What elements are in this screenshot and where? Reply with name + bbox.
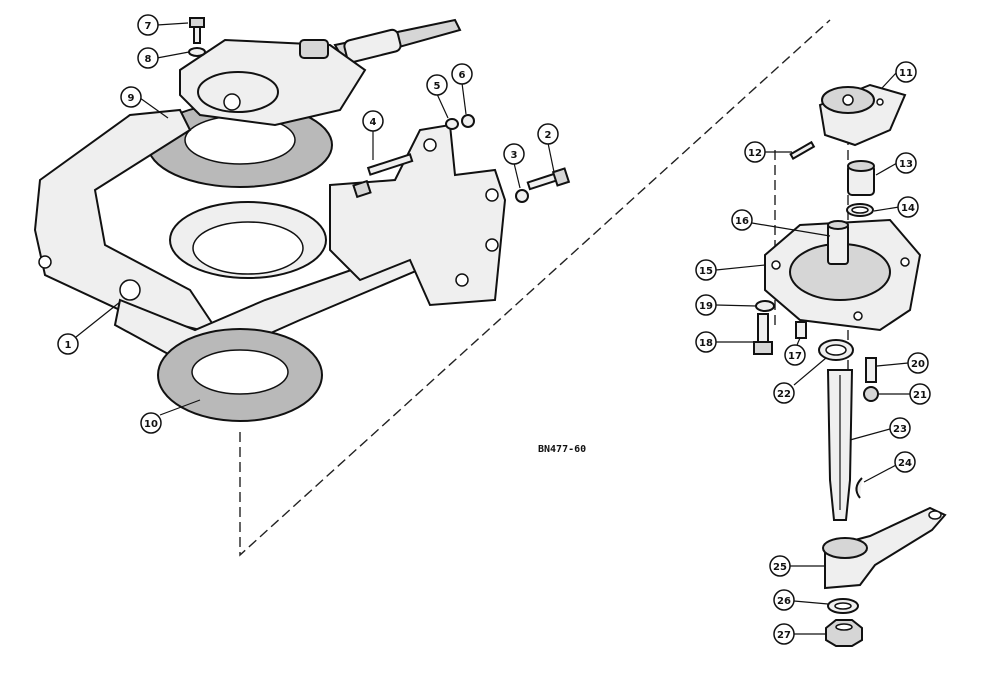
callout-25-label: 25 — [773, 562, 787, 573]
callout-13-label: 13 — [899, 159, 913, 170]
callout-11: 11 — [895, 61, 917, 83]
callout-23: 23 — [889, 417, 911, 439]
callout-26-label: 26 — [777, 596, 791, 607]
callout-2: 2 — [537, 123, 559, 145]
callout-16: 16 — [731, 209, 753, 231]
leader-lines — [75, 22, 910, 635]
callout-10-label: 10 — [144, 419, 158, 430]
figure-reference-code: BN477-60 — [538, 444, 586, 455]
rocker-shaft-peg-16 — [827, 220, 849, 265]
callout-22-label: 22 — [777, 389, 791, 400]
callout-19: 19 — [695, 294, 717, 316]
callout-27: 27 — [773, 623, 795, 645]
callout-20-label: 20 — [911, 359, 925, 370]
callout-8-label: 8 — [145, 54, 152, 65]
callout-3-label: 3 — [511, 150, 518, 161]
callout-13: 13 — [895, 152, 917, 174]
callout-16-label: 16 — [735, 216, 749, 227]
bolt-2 — [526, 167, 571, 191]
callout-15: 15 — [695, 259, 717, 281]
callout-12: 12 — [744, 141, 766, 163]
nut-6 — [461, 114, 475, 128]
callout-8: 8 — [137, 47, 159, 69]
washer-5 — [445, 118, 459, 130]
bush-13 — [847, 160, 875, 196]
callout-18-label: 18 — [699, 338, 713, 349]
lockwasher-26 — [827, 598, 859, 614]
bolt-4 — [352, 153, 414, 199]
callout-5: 5 — [426, 74, 448, 96]
callout-4-label: 4 — [370, 117, 377, 128]
pin-12 — [789, 140, 816, 160]
callout-17: 17 — [784, 344, 806, 366]
callout-24-label: 24 — [898, 458, 912, 469]
callout-25: 25 — [769, 555, 791, 577]
bolt-18 — [753, 313, 773, 355]
callout-15-label: 15 — [699, 266, 713, 277]
callout-6-label: 6 — [459, 70, 466, 81]
callout-22: 22 — [773, 382, 795, 404]
callout-14: 14 — [897, 196, 919, 218]
callout-1-label: 1 — [65, 340, 72, 351]
callout-26: 26 — [773, 589, 795, 611]
callout-9: 9 — [120, 86, 142, 108]
nut-21 — [863, 386, 879, 402]
drop-arm-25 — [822, 506, 947, 590]
bolt-7 — [189, 17, 205, 44]
key-24 — [855, 477, 863, 499]
callout-21-label: 21 — [913, 390, 927, 401]
callout-20: 20 — [907, 352, 929, 374]
callout-9-label: 9 — [128, 93, 135, 104]
nut-3 — [515, 189, 529, 203]
callout-12-label: 12 — [748, 148, 762, 159]
rocker-shaft-23 — [826, 369, 854, 521]
callout-10: 10 — [140, 412, 162, 434]
callout-7: 7 — [137, 14, 159, 36]
screw-20 — [865, 357, 877, 383]
callout-14-label: 14 — [901, 203, 915, 214]
front-crossmember-frame — [33, 108, 507, 362]
callout-4: 4 — [362, 110, 384, 132]
callout-18: 18 — [695, 331, 717, 353]
callout-6: 6 — [451, 63, 473, 85]
callout-3: 3 — [503, 143, 525, 165]
callout-2-label: 2 — [545, 130, 552, 141]
callout-27-label: 27 — [777, 630, 791, 641]
adjuster-17 — [795, 321, 807, 339]
callout-11-label: 11 — [899, 68, 913, 79]
washer-19 — [755, 300, 775, 312]
seal-22 — [818, 339, 854, 361]
o-ring-14 — [846, 203, 874, 217]
callout-23-label: 23 — [893, 424, 907, 435]
top-cover-11 — [818, 83, 907, 147]
nut-27 — [825, 619, 863, 647]
callout-17-label: 17 — [788, 351, 802, 362]
callout-19-label: 19 — [699, 301, 713, 312]
callout-5-label: 5 — [434, 81, 441, 92]
callout-7-label: 7 — [145, 21, 152, 32]
callout-24: 24 — [894, 451, 916, 473]
callout-1: 1 — [57, 333, 79, 355]
washer-8 — [188, 47, 206, 57]
steering-box-cover — [179, 18, 462, 127]
callout-21: 21 — [909, 383, 931, 405]
lower-gasket — [157, 328, 323, 422]
